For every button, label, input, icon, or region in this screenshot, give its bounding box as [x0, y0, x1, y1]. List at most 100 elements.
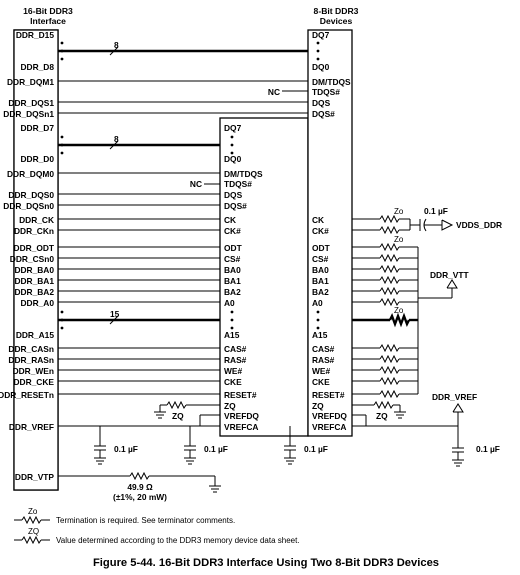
upper-device-pin-labels: DQ7 DQ0 DM/TDQS TDQS# DQS DQS# CK CK# OD…	[312, 30, 351, 432]
upper-pin-tdqs-n: TDQS#	[312, 87, 340, 97]
zq-label-upper: ZQ	[376, 411, 388, 421]
nc-label-upper: NC	[268, 87, 280, 97]
pin-ddr-cke: DDR_CKE	[14, 377, 55, 387]
vtp-res-rating: (±1%, 20 mW)	[113, 492, 167, 502]
cap-label-vref-4: 0.1 µF	[476, 444, 500, 454]
controller-title-1: 16-Bit DDR3	[23, 6, 73, 16]
controller-box-front	[13, 29, 59, 491]
upper-pin-ba2: BA2	[312, 287, 329, 297]
lower-pin-ck: CK	[224, 215, 236, 225]
pin-ddr-dqm0: DDR_DQM0	[7, 169, 54, 179]
ellipsis-dots	[60, 41, 320, 330]
upper-pin-a15: A15	[312, 330, 328, 340]
pin-ddr-dqm1: DDR_DQM1	[7, 77, 54, 87]
lower-pin-ba2: BA2	[224, 287, 241, 297]
lower-pin-tdqs-n: TDQS#	[224, 179, 252, 189]
signal-wires	[58, 46, 308, 427]
pin-ddr-rasn: DDR_RASn	[8, 355, 54, 365]
lower-pin-we-n: WE#	[224, 366, 242, 376]
legend-zo-text: Termination is required. See terminator …	[56, 516, 235, 525]
lower-pin-cs-n: CS#	[224, 254, 241, 264]
upper-pin-dm-tdqs: DM/TDQS	[312, 77, 351, 87]
pin-ddr-dqs1: DDR_DQS1	[8, 98, 54, 108]
upper-pin-vrefdq: VREFDQ	[312, 411, 347, 421]
ddr-vtt-label: DDR_VTT	[430, 270, 470, 280]
cap-label-ck: 0.1 µF	[424, 206, 448, 216]
zo-label-odt: Zo	[394, 235, 404, 244]
legend-zq-symbol: ZQ	[28, 527, 39, 536]
upper-pin-cas-n: CAS#	[312, 344, 335, 354]
cap-label-vref-2: 0.1 µF	[204, 444, 228, 454]
ddr-vref-label: DDR_VREF	[432, 392, 477, 402]
vtp-res-value: 49.9 Ω	[127, 482, 153, 492]
lower-pin-ras-n: RAS#	[224, 355, 247, 365]
upper-pin-zq: ZQ	[312, 401, 324, 411]
lower-device-pin-labels: DQ7 DQ0 DM/TDQS TDQS# DQS DQS# CK CK# OD…	[224, 123, 263, 432]
vref-decoupling-caps	[94, 426, 296, 465]
lower-pin-cas-n: CAS#	[224, 344, 247, 354]
vtp-resistor	[58, 472, 221, 493]
pin-ddr-ckn: DDR_CKn	[14, 226, 54, 236]
lower-ddr3-device	[219, 117, 309, 437]
figure-caption: Figure 5-44. 16-Bit DDR3 Interface Using…	[93, 557, 439, 569]
legend-zo-symbol: Zo	[28, 507, 38, 516]
lower-pin-dqs-n: DQS#	[224, 201, 247, 211]
lower-pin-a0: A0	[224, 298, 235, 308]
pin-ddr-wen: DDR_WEn	[13, 366, 54, 376]
pin-ddr-a15: DDR_A15	[16, 330, 55, 340]
pin-ddr-ba2: DDR_BA2	[14, 287, 54, 297]
zo-label-ck: Zo	[394, 207, 404, 216]
pin-ddr-ba0: DDR_BA0	[14, 265, 54, 275]
pin-ddr-d7: DDR_D7	[20, 123, 54, 133]
upper-pin-dq0: DQ0	[312, 62, 330, 72]
lower-pin-odt: ODT	[224, 243, 243, 253]
pin-ddr-d15: DDR_D15	[16, 30, 55, 40]
upper-pin-ck: CK	[312, 215, 324, 225]
lower-pin-vrefca: VREFCA	[224, 422, 258, 432]
zo-label-a0: Zo	[394, 306, 404, 315]
pin-ddr-resetn: DDR_RESETn	[0, 390, 54, 400]
bus-width-8-top: 8	[114, 40, 119, 50]
pin-ddr-d8: DDR_D8	[20, 62, 54, 72]
upper-ddr3-device	[307, 29, 353, 437]
pin-ddr-vref: DDR_VREF	[9, 422, 54, 432]
pin-ddr-vtp: DDR_VTP	[15, 472, 55, 482]
upper-pin-dq7: DQ7	[312, 30, 330, 40]
upper-pin-ras-n: RAS#	[312, 355, 335, 365]
upper-pin-dqs: DQS	[312, 98, 331, 108]
upper-pin-we-n: WE#	[312, 366, 330, 376]
upper-pin-odt: ODT	[312, 243, 331, 253]
lower-pin-a15: A15	[224, 330, 240, 340]
upper-pin-ck-n: CK#	[312, 226, 329, 236]
zq-label-lower: ZQ	[172, 411, 184, 421]
lower-pin-dqs: DQS	[224, 190, 243, 200]
bus-width-15: 15	[110, 309, 120, 319]
pin-ddr-csn0: DDR_CSn0	[10, 254, 55, 264]
pin-ddr-odt: DDR_ODT	[14, 243, 55, 253]
controller-title-2: Interface	[30, 16, 66, 26]
lower-pin-dq7: DQ7	[224, 123, 242, 133]
lower-pin-vrefdq: VREFDQ	[224, 411, 259, 421]
pin-ddr-ck: DDR_CK	[19, 215, 54, 225]
vdds-ddr-label: VDDS_DDR	[456, 220, 502, 230]
lower-pin-cke: CKE	[224, 377, 242, 387]
upper-pin-ba0: BA0	[312, 265, 329, 275]
lower-pin-ba1: BA1	[224, 276, 241, 286]
lower-pin-dq0: DQ0	[224, 154, 242, 164]
devices-title-2: Devices	[320, 16, 353, 26]
lower-pin-dm-tdqs: DM/TDQS	[224, 169, 263, 179]
upper-pin-vrefca: VREFCA	[312, 422, 346, 432]
upper-pin-ba1: BA1	[312, 276, 329, 286]
upper-pin-cke: CKE	[312, 377, 330, 387]
lower-pin-ba0: BA0	[224, 265, 241, 275]
legend-zq-text: Value determined according to the DDR3 m…	[56, 536, 300, 545]
cap-label-vref-1: 0.1 µF	[114, 444, 138, 454]
pin-ddr-a0: DDR_A0	[20, 298, 54, 308]
controller-pin-labels: DDR_D15 DDR_D8 DDR_DQM1 DDR_DQS1 DDR_DQS…	[0, 30, 55, 482]
lower-pin-reset-n: RESET#	[224, 390, 257, 400]
pin-ddr-d0: DDR_D0	[20, 154, 54, 164]
nc-label-lower: NC	[190, 179, 202, 189]
pin-ddr-dqs0: DDR_DQS0	[8, 190, 54, 200]
upper-pin-dqs-n: DQS#	[312, 109, 335, 119]
